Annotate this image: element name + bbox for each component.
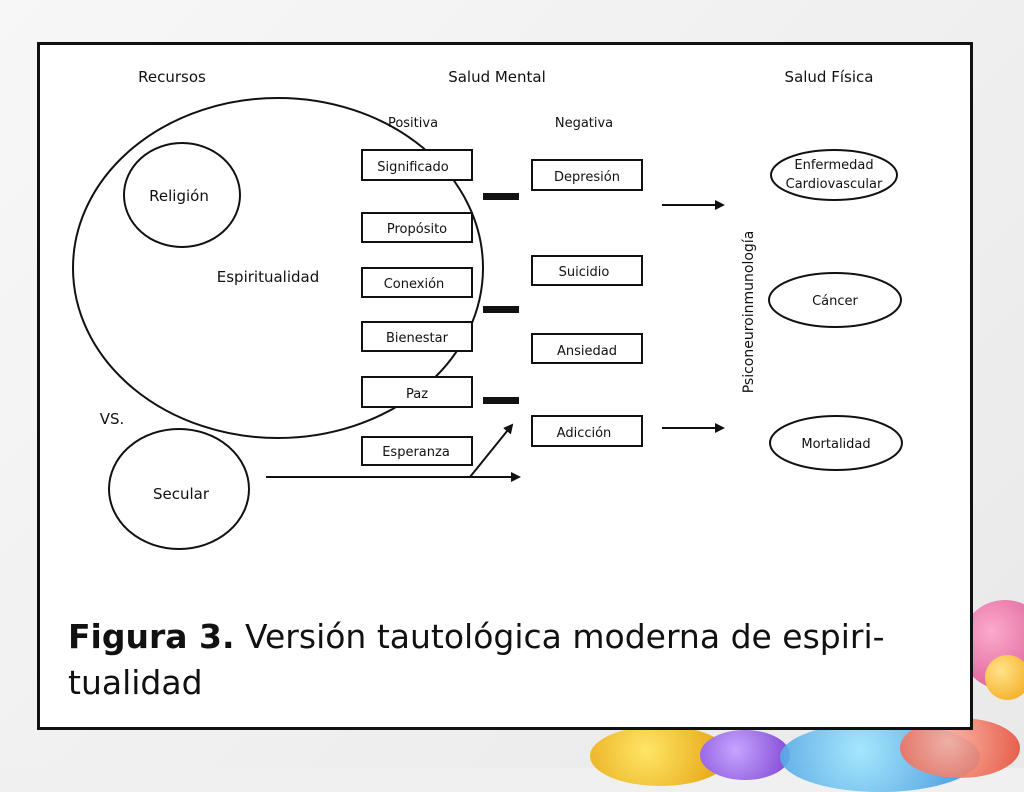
positive-item: Conexión (384, 277, 445, 292)
positive-item: Propósito (387, 222, 447, 237)
positive-item: Paz (406, 387, 428, 402)
positive-box-esperanza (361, 436, 473, 466)
mediator-label: Psiconeuroinmunología (741, 231, 757, 394)
minus-sign (483, 397, 519, 404)
cardio-label-line2: Cardiovascular (786, 177, 883, 192)
caption-line-2: tualidad (68, 663, 203, 702)
spirituality-diagram: Recursos Salud Mental Salud Física Posit… (72, 68, 903, 550)
mortality-label: Mortalidad (801, 437, 870, 452)
negative-item: Depresión (554, 170, 620, 185)
cardiovascular-ellipse (770, 149, 898, 201)
minus-sign (483, 306, 519, 313)
negative-item: Ansiedad (557, 344, 617, 359)
spirituality-label: Espiritualidad (217, 268, 319, 286)
positive-item: Bienestar (386, 331, 449, 346)
positive-item: Esperanza (382, 445, 450, 460)
negative-box-adiccion (531, 415, 643, 447)
negative-item: Suicidio (559, 265, 610, 280)
religion-circle (123, 142, 241, 248)
religion-label: Religión (149, 187, 209, 205)
vs-label: VS. (100, 410, 125, 428)
cancer-label: Cáncer (812, 294, 858, 309)
arrow-secular-to-adiccion (469, 423, 514, 478)
subheader-positive: Positiva (388, 116, 438, 131)
positive-box-conexion (361, 267, 473, 298)
positive-item: Significado (377, 160, 449, 175)
minus-sign (483, 193, 519, 200)
cancer-ellipse (768, 272, 902, 328)
subheader-negative: Negativa (555, 116, 613, 131)
cardio-label-line1: Enfermedad (794, 158, 873, 173)
caption-label: Figura 3. (68, 617, 235, 656)
header-resources: Recursos (138, 68, 206, 86)
positive-box-paz (361, 376, 473, 408)
header-physical-health: Salud Física (785, 68, 874, 86)
figure-caption: Figura 3. Versión tautológica moderna de… (68, 614, 928, 706)
spirituality-circle (72, 97, 484, 439)
negative-box-suicidio (531, 255, 643, 286)
positive-box-bienestar (361, 321, 473, 352)
negative-item: Adicción (557, 426, 612, 441)
secular-label: Secular (153, 485, 210, 503)
mortality-ellipse (769, 415, 903, 471)
secular-circle (108, 428, 250, 550)
decorative-bubble (985, 655, 1024, 700)
caption-text: Versión tautológica moderna de espiri- (234, 617, 885, 656)
caption-line-1: Figura 3. Versión tautológica moderna de… (68, 614, 928, 660)
negative-box-ansiedad (531, 333, 643, 364)
negative-box-depresion (531, 159, 643, 191)
positive-box-significado (361, 149, 473, 181)
header-mental-health: Salud Mental (448, 68, 546, 86)
positive-box-proposito (361, 212, 473, 243)
